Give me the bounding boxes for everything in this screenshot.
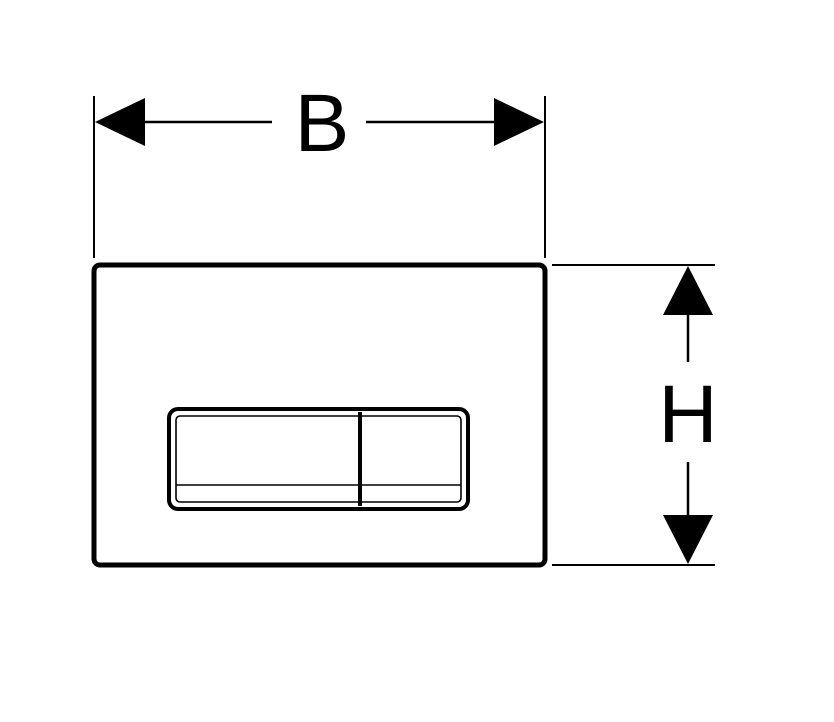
width-label: B xyxy=(295,78,350,169)
height-label: H xyxy=(658,369,717,460)
height-arrowhead-top xyxy=(663,266,713,315)
height-arrowhead-bottom xyxy=(663,515,713,564)
dual-flush-buttons xyxy=(167,407,470,511)
height-dimension: H xyxy=(552,264,718,566)
flush-buttons-inner-outline xyxy=(175,415,462,503)
width-dimension: B xyxy=(93,78,546,258)
flush-buttons-outer-outline xyxy=(167,407,470,511)
flush-plate-outline xyxy=(91,262,548,568)
width-arrowhead-left xyxy=(95,98,145,146)
width-arrowhead-right xyxy=(494,98,544,146)
